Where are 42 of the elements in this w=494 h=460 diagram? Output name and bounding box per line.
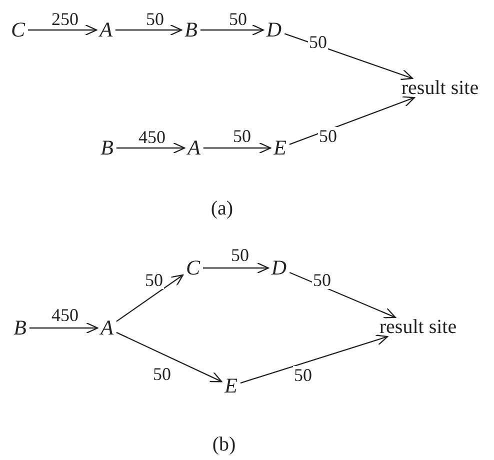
edge-label: 50 (152, 365, 172, 383)
edge-label: 50 (232, 127, 252, 145)
node-letter: E (224, 374, 238, 398)
arrow (203, 262, 270, 274)
panel-caption: (a) (210, 198, 234, 220)
edge-label: 250 (50, 10, 80, 28)
arrow (289, 272, 396, 318)
arrow (203, 142, 272, 154)
arrow (28, 24, 98, 36)
edge-label: 50 (293, 366, 313, 384)
panel-caption: (b) (212, 434, 236, 456)
edge-label: 50 (312, 271, 332, 289)
edge-label: 50 (230, 246, 250, 264)
arrow (240, 334, 388, 384)
node-letter: B (14, 316, 26, 340)
edge-label: 50 (318, 127, 338, 145)
arrow (284, 33, 414, 80)
node-letter: E (274, 136, 286, 160)
node-letter: B (184, 18, 198, 42)
edge-label: 50 (145, 10, 165, 28)
edge-label: 450 (138, 128, 166, 146)
node-text: result site (401, 77, 479, 99)
edge-label: 50 (144, 271, 164, 289)
node-letter: D (266, 18, 282, 42)
node-letter: C (186, 256, 200, 280)
arrow (115, 24, 182, 36)
node-letter: D (271, 256, 287, 280)
arrow (116, 274, 184, 322)
arrow (116, 332, 222, 382)
edge-label: 50 (228, 10, 248, 28)
node-letter: B (100, 136, 114, 160)
node-letter: A (100, 316, 114, 340)
arrow (289, 96, 415, 146)
node-text: result site (379, 316, 457, 338)
arrow (116, 142, 186, 154)
arrow (29, 322, 98, 334)
arrow (200, 24, 264, 36)
edge-label: 450 (50, 306, 80, 324)
node-letter: A (100, 18, 112, 42)
edge-label: 50 (308, 33, 328, 51)
node-letter: A (188, 136, 200, 160)
node-letter: C (11, 18, 25, 42)
